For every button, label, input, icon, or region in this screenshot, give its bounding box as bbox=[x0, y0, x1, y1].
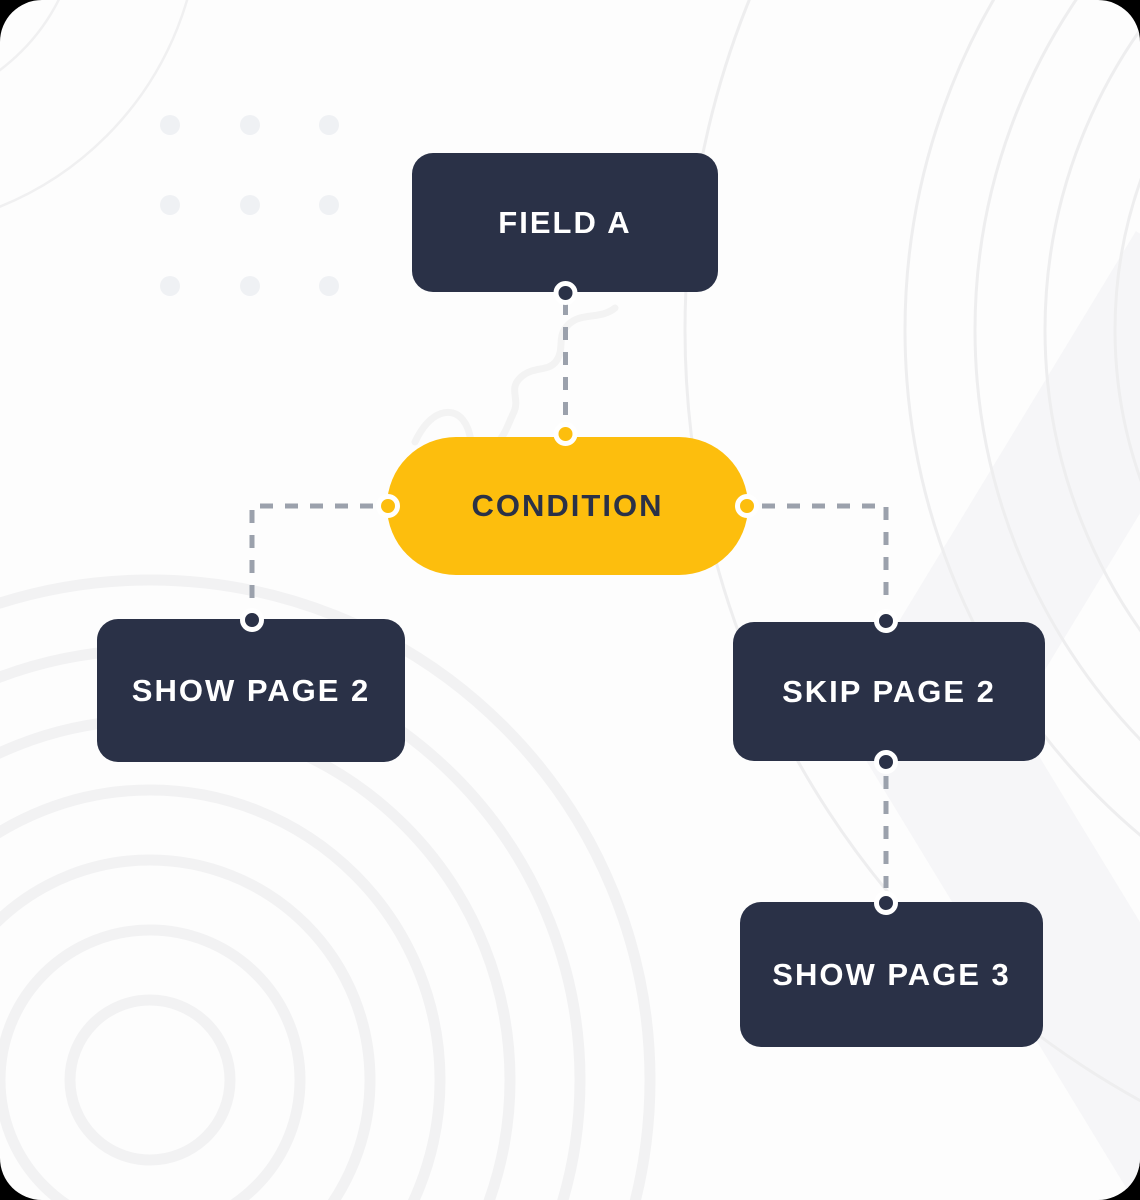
node-show-page-2: SHOW PAGE 2 bbox=[97, 619, 405, 762]
node-show-page-2-label: SHOW PAGE 2 bbox=[131, 672, 371, 708]
edge-condition-to-skip-page-2 bbox=[762, 503, 889, 606]
node-show-page-3: SHOW PAGE 3 bbox=[740, 902, 1043, 1047]
decor-squiggle-line bbox=[411, 304, 619, 451]
node-condition: CONDITION bbox=[387, 437, 748, 575]
decor-arcs-top-left bbox=[0, 0, 189, 208]
edge-condition-to-show-page-2 bbox=[249, 503, 373, 606]
node-field-a: FIELD A bbox=[412, 153, 718, 292]
decor-dot-grid bbox=[160, 115, 339, 296]
node-condition-label: CONDITION bbox=[471, 488, 664, 523]
node-field-a-label: FIELD A bbox=[498, 204, 632, 240]
node-skip-page-2: SKIP PAGE 2 bbox=[733, 622, 1045, 761]
node-show-page-3-label: SHOW PAGE 3 bbox=[772, 956, 1011, 992]
node-skip-page-2-label: SKIP PAGE 2 bbox=[782, 673, 996, 709]
